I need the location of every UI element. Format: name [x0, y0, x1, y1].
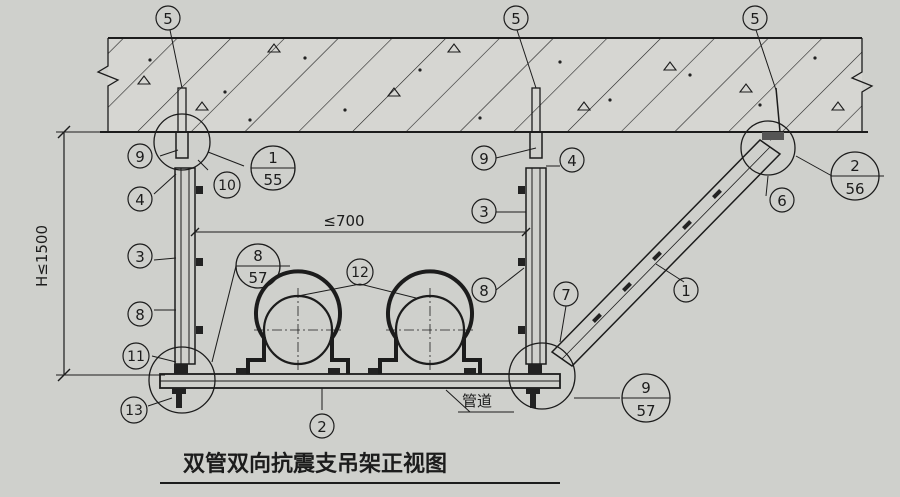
svg-text:4: 4 [567, 152, 577, 170]
svg-text:12: 12 [351, 265, 369, 281]
svg-text:56: 56 [845, 180, 864, 198]
callout-4-left: 4 [127, 186, 153, 212]
svg-text:5: 5 [750, 10, 760, 28]
detail-ref-8-57: 8 57 [235, 243, 281, 289]
callout-2-bottom: 2 [309, 413, 335, 439]
svg-text:8: 8 [135, 306, 145, 324]
svg-text:57: 57 [248, 269, 267, 287]
svg-text:1: 1 [681, 282, 691, 300]
svg-text:5: 5 [163, 10, 173, 28]
svg-text:3: 3 [479, 203, 489, 221]
spacing-limit-label: ≤700 [323, 212, 364, 230]
concrete-slab [96, 37, 874, 133]
svg-text:6: 6 [777, 192, 787, 210]
detail-ref-1-55: 1 55 [250, 145, 296, 191]
callout-bubbles: 5 5 5 9 4 10 3 8 11 13 12 2 9 4 3 8 7 1 … [120, 5, 795, 439]
callout-9-left: 9 [127, 143, 153, 169]
svg-text:10: 10 [218, 178, 236, 194]
height-limit-label: H≤1500 [33, 225, 51, 287]
callout-8-right: 8 [471, 277, 497, 303]
callout-4-right: 4 [559, 147, 585, 173]
left-hanger [174, 87, 203, 365]
callout-6: 6 [769, 187, 795, 213]
callout-1: 1 [673, 277, 699, 303]
svg-text:2: 2 [317, 418, 327, 436]
svg-text:9: 9 [135, 148, 145, 166]
crossbeam [159, 364, 561, 408]
callout-8-left: 8 [127, 301, 153, 327]
svg-text:1: 1 [268, 149, 278, 167]
detail-circles [148, 113, 796, 414]
drawing-title: 双管双向抗震支吊架正视图 [183, 451, 447, 477]
callout-5-right: 5 [742, 5, 768, 31]
callout-10: 10 [213, 171, 241, 199]
svg-text:3: 3 [135, 248, 145, 266]
diagonal-brace [550, 87, 784, 367]
detail-ref-9-57: 9 57 [621, 373, 671, 423]
callout-11: 11 [122, 342, 150, 370]
pipe-right [378, 269, 482, 374]
pipe-label: 管道 [462, 392, 492, 410]
svg-text:55: 55 [263, 171, 282, 189]
callout-3-left: 3 [127, 243, 153, 269]
spacing-dimension: ≤700 [190, 212, 531, 237]
svg-text:2: 2 [850, 157, 860, 175]
svg-text:13: 13 [125, 403, 143, 419]
svg-text:7: 7 [561, 286, 571, 304]
svg-text:11: 11 [127, 349, 145, 365]
svg-text:9: 9 [479, 150, 489, 168]
svg-text:9: 9 [641, 379, 651, 397]
detail-ref-2-56: 2 56 [830, 151, 880, 201]
svg-text:57: 57 [636, 402, 655, 420]
callout-12: 12 [346, 258, 374, 286]
drawing-title-block: 双管双向抗震支吊架正视图 [160, 451, 560, 484]
callout-5-left: 5 [155, 5, 181, 31]
callout-9-right: 9 [471, 145, 497, 171]
callout-13: 13 [120, 396, 148, 424]
svg-text:8: 8 [479, 282, 489, 300]
svg-text:4: 4 [135, 191, 145, 209]
callout-7: 7 [553, 281, 579, 307]
detail-reference-bubbles: 1 55 8 57 9 57 2 56 [235, 145, 880, 423]
callout-5-mid: 5 [503, 5, 529, 31]
svg-text:8: 8 [253, 247, 263, 265]
leader-lines [147, 29, 884, 413]
height-dimension: H≤1500 [33, 125, 165, 382]
svg-text:5: 5 [511, 10, 521, 28]
callout-3-right: 3 [471, 198, 497, 224]
